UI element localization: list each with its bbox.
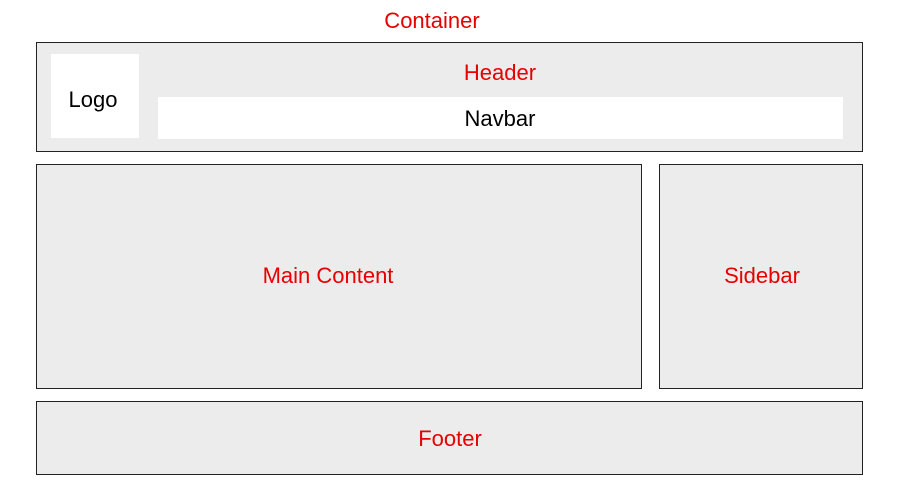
main-content-region [36, 164, 642, 389]
logo-placeholder [51, 54, 139, 138]
footer-region [36, 401, 863, 475]
container-label: Container [384, 8, 480, 33]
sidebar-region [659, 164, 863, 389]
sidebar-label: Sidebar [724, 263, 800, 288]
logo-label: Logo [68, 87, 118, 112]
footer-label: Footer [418, 426, 482, 451]
main-content-label: Main Content [262, 263, 394, 288]
navbar-label: Navbar [464, 106, 536, 131]
header-label: Header [463, 60, 537, 85]
navbar-placeholder [158, 97, 843, 139]
